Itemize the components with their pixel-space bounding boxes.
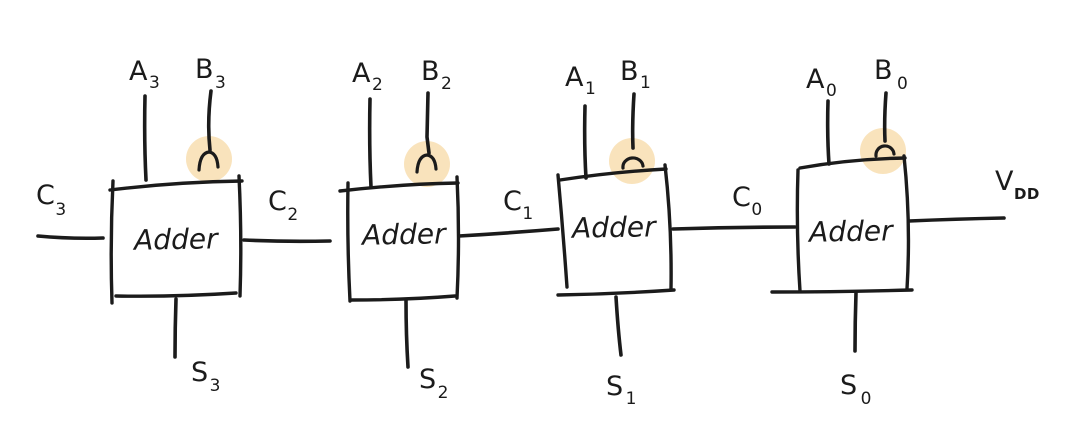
label-s2: S2: [419, 364, 449, 403]
wire-carry-in-c3: [36, 234, 105, 241]
label-a1: A1: [565, 62, 596, 99]
label-c0: C0: [732, 182, 763, 220]
adder-name-0: Adder: [807, 214, 894, 249]
wire-carry-c0: [671, 225, 797, 231]
wire-b3: [206, 89, 213, 152]
adder-box-3: [108, 174, 244, 305]
wire-b1: [630, 92, 636, 150]
wire-s1: [614, 295, 623, 357]
label-b3: B3: [195, 54, 226, 93]
box1-top-edge: [558, 167, 668, 182]
wire-s2: [404, 298, 410, 369]
adder-box-2: [338, 175, 461, 303]
box3-top-edge: [108, 179, 244, 192]
adder-name-1: Adder: [570, 210, 657, 245]
box0-bottom-edge: [770, 288, 914, 294]
inverter-bubble-b3: [197, 150, 220, 172]
label-b2: B2: [421, 56, 452, 94]
box1-left-edge: [556, 173, 569, 289]
wire-a3: [142, 94, 148, 182]
label-a3: A3: [129, 56, 160, 93]
ink-layer: [36, 89, 1006, 369]
adder-box-1: [556, 163, 676, 297]
wire-carry-c2: [242, 238, 332, 244]
box1-right-edge: [663, 163, 673, 291]
box0-right-edge: [902, 154, 911, 291]
box1-bottom-edge: [556, 288, 676, 297]
box3-bottom-edge: [114, 291, 238, 298]
adder-name-3: Adder: [132, 222, 219, 257]
box2-top-edge: [338, 181, 460, 193]
highlight-bubble-b0: [860, 128, 906, 174]
label-c3: C3: [36, 180, 67, 220]
inverter-bubble-b1: [621, 156, 645, 170]
box0-left-edge: [795, 168, 802, 293]
box2-left-edge: [346, 181, 352, 303]
label-vdd: VDD: [995, 166, 1040, 203]
adder-name-2: Adder: [360, 217, 447, 252]
wire-s3: [173, 297, 178, 359]
wire-b2: [425, 91, 431, 155]
label-s3: S3: [191, 357, 221, 396]
inverter-bubble-b0: [874, 144, 896, 158]
inverter-bubble-b2: [415, 153, 438, 174]
highlight-bubble-b2: [404, 141, 450, 187]
wire-b0: [882, 91, 888, 143]
box3-left-edge: [109, 179, 115, 305]
wire-a0: [825, 99, 831, 166]
wire-carry-c1: [457, 227, 560, 238]
wire-a1: [582, 104, 588, 180]
box3-right-edge: [237, 174, 243, 298]
wire-a2: [367, 97, 373, 189]
label-b1: B1: [620, 56, 651, 93]
label-a2: A2: [352, 58, 383, 95]
label-c2: C2: [268, 186, 299, 225]
box2-right-edge: [455, 175, 461, 300]
label-c1: C1: [503, 186, 534, 224]
label-a0: A0: [806, 64, 837, 101]
box2-bottom-edge: [350, 294, 457, 302]
wire-s0: [853, 291, 858, 353]
wire-vdd: [907, 216, 1006, 223]
box0-top-edge: [798, 156, 907, 170]
